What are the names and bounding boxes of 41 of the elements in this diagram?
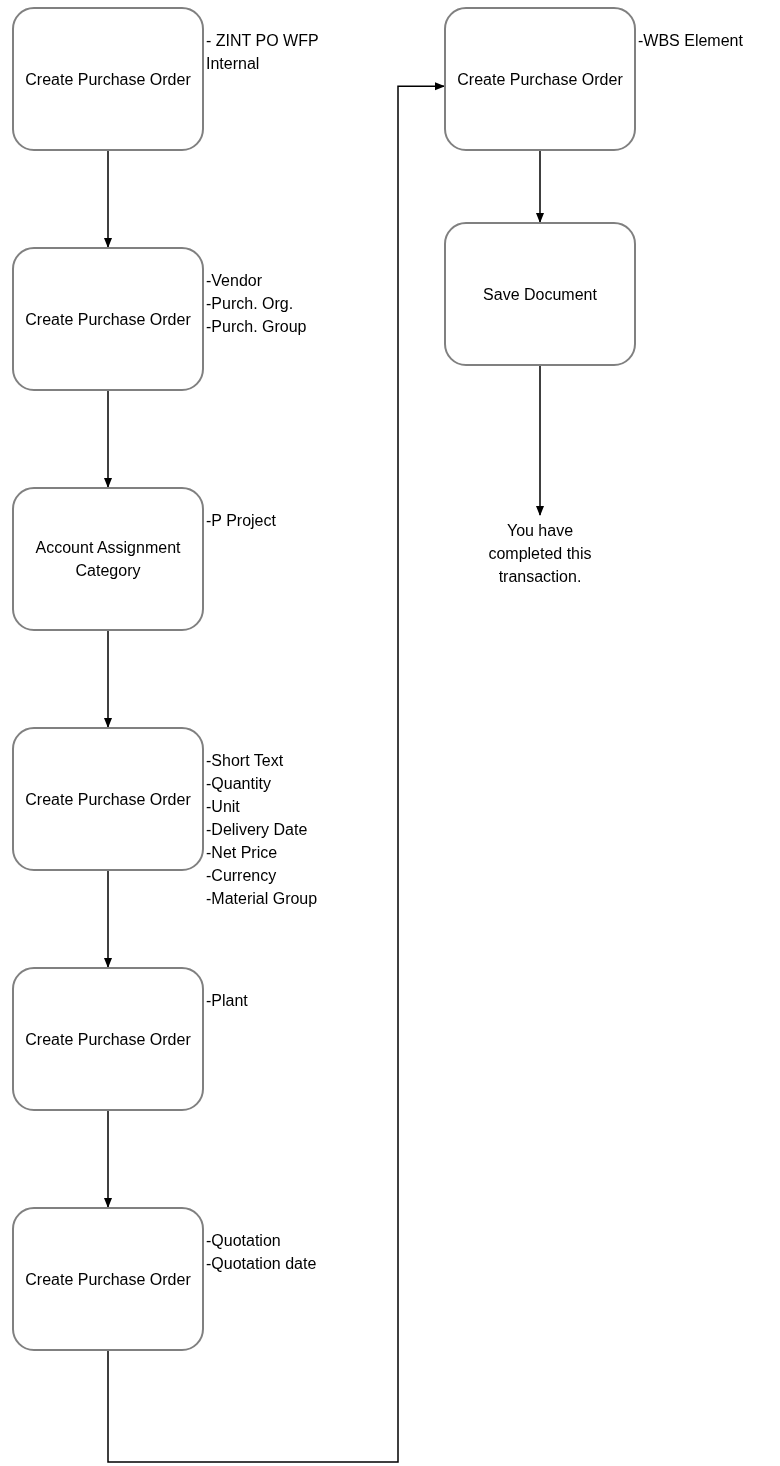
field-note: -Quotation date	[206, 1254, 318, 1274]
field-note: -Vendor	[206, 271, 264, 291]
box-label: Save Document	[483, 284, 597, 305]
arrow	[107, 82, 445, 1463]
arrow	[104, 1110, 112, 1208]
arrow	[104, 630, 112, 728]
field-note: -WBS Element	[638, 31, 744, 51]
process-box	[12, 487, 204, 631]
field-note: -Purch. Group	[206, 317, 308, 337]
field-note: -Currency	[206, 866, 278, 886]
field-note: -Quantity	[206, 774, 272, 794]
arrow	[536, 150, 544, 223]
arrow	[104, 390, 112, 488]
field-note: -Short Text	[206, 751, 285, 771]
end-text: You have completed this transaction.	[470, 515, 610, 591]
process-box	[12, 1207, 204, 1351]
arrow	[536, 365, 544, 516]
field-note: -Material Group	[206, 889, 319, 909]
process-box	[444, 7, 636, 151]
field-note: -Unit	[206, 797, 241, 817]
box-label: Create Purchase Order	[25, 789, 191, 810]
field-note: -P Project	[206, 511, 277, 531]
process-box	[12, 727, 204, 871]
field-note: -Quotation	[206, 1231, 282, 1251]
field-note: -Plant	[206, 991, 249, 1011]
arrow	[104, 150, 112, 248]
field-note: -Delivery Date	[206, 820, 309, 840]
box-label: Create Purchase Order	[457, 69, 623, 90]
field-note: - ZINT PO WFP Internal	[206, 31, 320, 74]
box-label: Account Assignment Category	[34, 538, 182, 581]
box-label: Create Purchase Order	[25, 309, 191, 330]
field-note: -Net Price	[206, 843, 279, 863]
box-label: Create Purchase Order	[25, 1269, 191, 1290]
box-label: Create Purchase Order	[25, 69, 191, 90]
box-label: Create Purchase Order	[25, 1029, 191, 1050]
process-box	[12, 967, 204, 1111]
process-box	[444, 222, 636, 366]
arrow	[104, 870, 112, 968]
process-box	[12, 247, 204, 391]
process-box	[12, 7, 204, 151]
field-note: -Purch. Org.	[206, 294, 295, 314]
